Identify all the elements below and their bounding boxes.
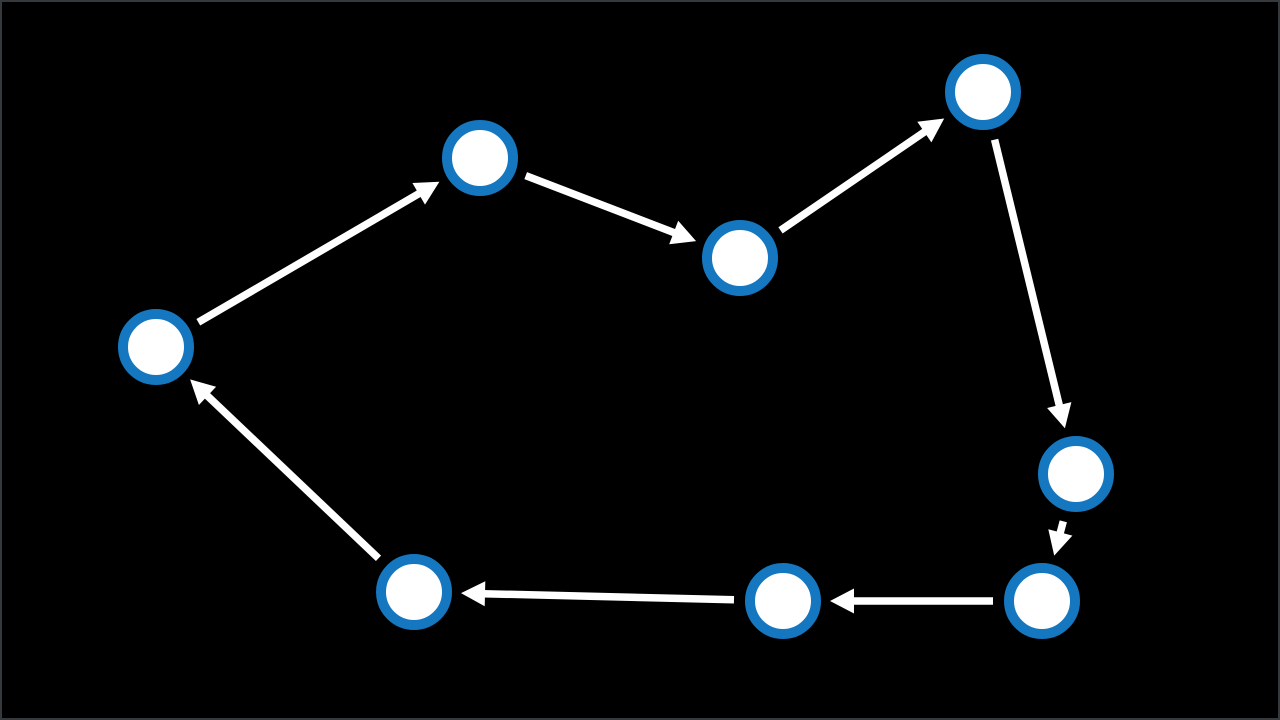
edge-node-5-to-node-6: [1048, 520, 1073, 556]
graph-node-7: [745, 563, 821, 639]
graph-node-8: [376, 554, 452, 630]
edge-node-1-to-node-2: [196, 181, 440, 326]
graph-node-4: [945, 54, 1021, 130]
arrowhead-icon: [917, 118, 945, 143]
edge-line: [1056, 520, 1067, 536]
edge-line: [482, 589, 735, 604]
arrowhead-icon: [830, 588, 854, 614]
edge-line: [524, 172, 677, 237]
arrowhead-icon: [1048, 529, 1073, 556]
edge-line: [203, 391, 382, 562]
edge-node-3-to-node-4: [778, 118, 945, 234]
graph-node-2: [442, 120, 518, 196]
edge-line: [990, 138, 1064, 408]
edge-line: [196, 189, 423, 326]
edge-node-2-to-node-3: [524, 172, 697, 245]
edge-line: [778, 127, 929, 234]
graph-node-6: [1004, 563, 1080, 639]
arrowhead-icon: [190, 379, 217, 405]
graph-node-1: [118, 309, 194, 385]
edge-node-6-to-node-7: [830, 588, 993, 614]
edge-node-4-to-node-5: [990, 138, 1072, 429]
arrowhead-icon: [461, 581, 486, 607]
edge-node-8-to-node-1: [190, 379, 382, 562]
arrowhead-icon: [412, 181, 440, 205]
arrowhead-icon: [669, 220, 697, 245]
arrowhead-icon: [1047, 402, 1072, 429]
graph-node-3: [702, 220, 778, 296]
graph-node-5: [1038, 436, 1114, 512]
edge-node-7-to-node-8: [461, 581, 735, 607]
